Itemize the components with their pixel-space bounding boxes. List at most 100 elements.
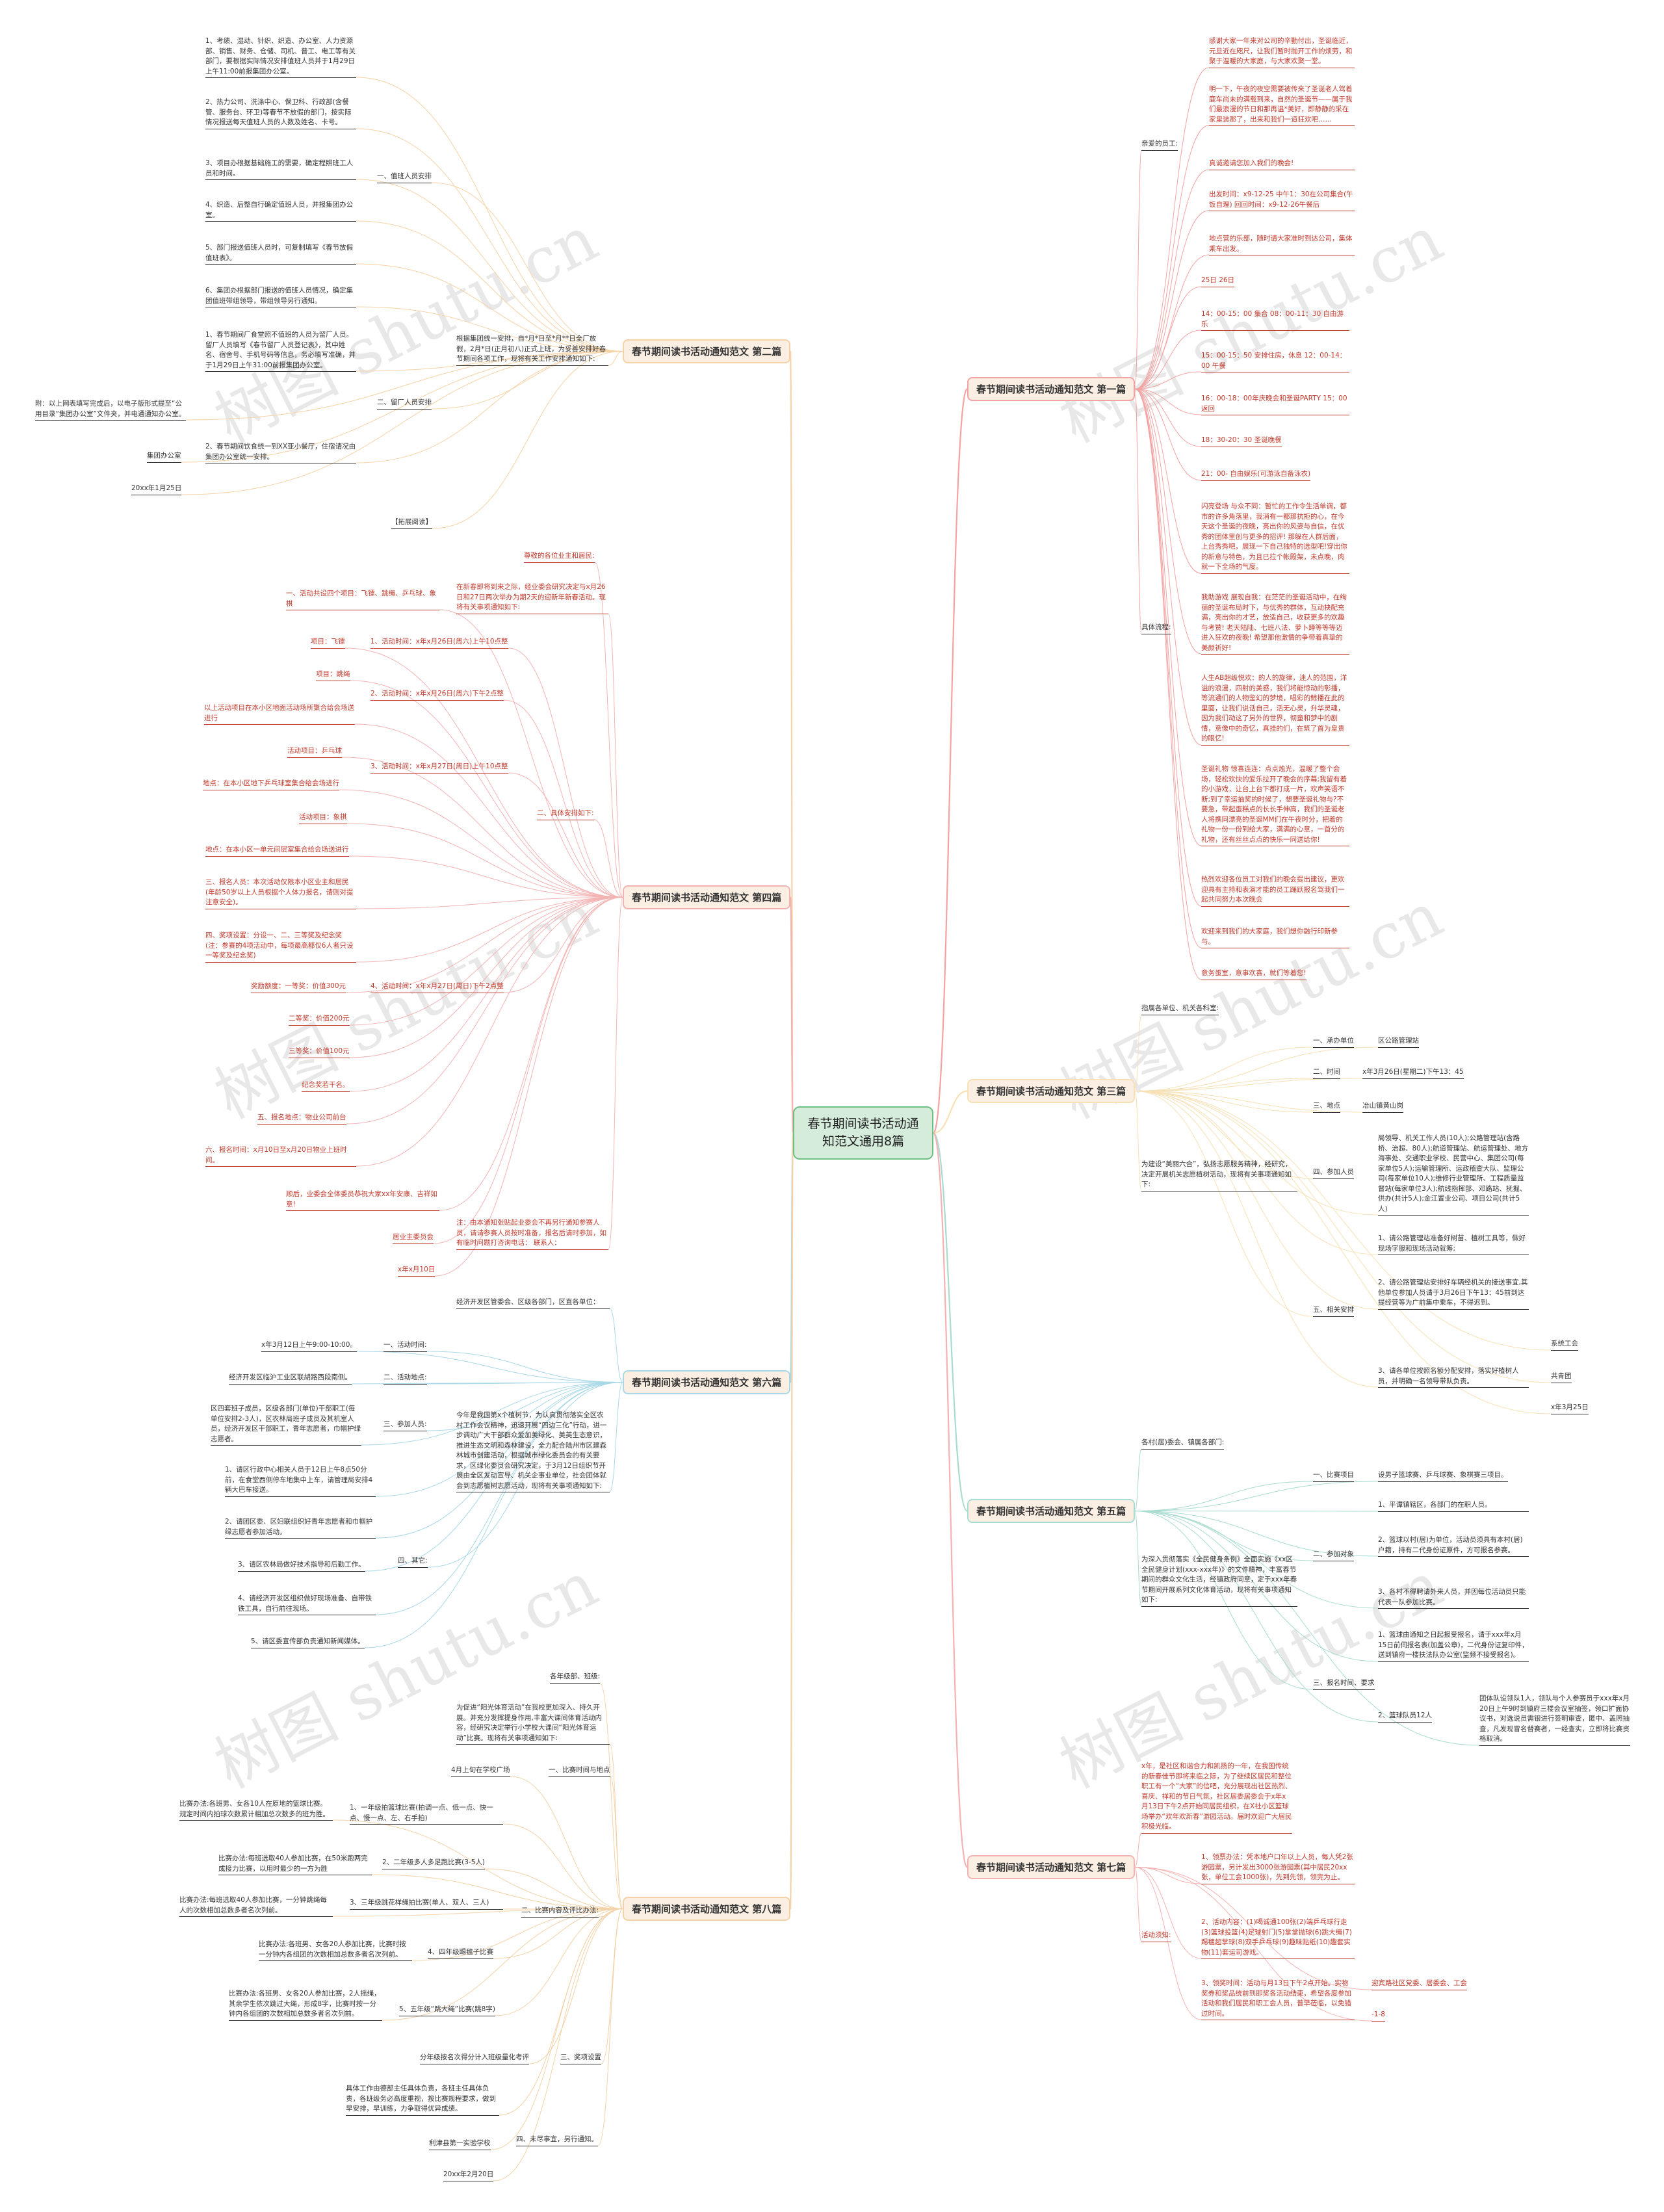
branch-p8[interactable]: 春节期间读书活动通知范文 第八篇: [623, 1897, 791, 1921]
p4-sec1: 一、活动共设四个项目：飞镖、跳绳、乒乓球、象棋: [286, 589, 439, 610]
root-topic[interactable]: 春节期间读书活动通知范文通用8篇: [793, 1106, 933, 1160]
p3-label: 一、承办单位: [1313, 1036, 1354, 1048]
connector: [1134, 1511, 1379, 1609]
connector: [1134, 389, 1202, 948]
p6-sec4-item: 2、请团区委、区妇联组织好青年志愿者和巾帼护绿志愿者参加活动。: [225, 1517, 376, 1539]
connector: [349, 897, 623, 1092]
connector: [375, 1382, 623, 1539]
connector: [1134, 169, 1210, 389]
connector: [375, 1382, 623, 1497]
connector: [1134, 1867, 1202, 1884]
connector: [185, 351, 623, 421]
p2-link[interactable]: 【拓展阅读】: [391, 517, 432, 529]
connector: [597, 1908, 623, 2146]
p5-sec1-value: 设男子篮球赛、乒乓球赛、象棋赛三项目。: [1378, 1470, 1508, 1482]
connector: [332, 1819, 623, 1909]
p1-sub2-item: 欢迎来到我们的大家庭，我们想你融行印新参与。: [1201, 927, 1349, 948]
p8-rule: 比赛办法:各班男、女各10人在原地的篮球比赛。规定时间内拍球次数累计相加总次数多…: [179, 1799, 333, 1821]
connector: [609, 1308, 623, 1383]
connector: [356, 897, 623, 963]
p3-value: x年3月26日(星期二)下午13：45: [1362, 1067, 1464, 1079]
p2-sec1-item: 6、集团办根据部门报送的值班人员情况，确定集团值班带组领导，带组领导另行通知。: [205, 286, 356, 307]
p4-time: 1、活动时间：x年x月26日(周六)上午10点整: [370, 637, 508, 649]
p8-event: 2、二年级多人多足跑比赛(3-5人): [382, 1858, 486, 1869]
p3-label: 三、地点: [1313, 1101, 1340, 1113]
connector: [433, 897, 623, 1244]
p5-sec3-item: 1、篮球由通知之日起报受报名，请于xxx年x月15日前伺报名表(加盖公章)，二代…: [1378, 1630, 1529, 1662]
p6-sec3-value: 区四套班子成员，区级各部门(单位)干部职工(每单位安排2-3人)，区农林局班子成…: [211, 1404, 361, 1446]
p7-org: 迎宾路社区党委、居委会、工会: [1372, 1979, 1467, 1990]
connector: [789, 896, 794, 1134]
connector: [1134, 1078, 1314, 1091]
connector: [1134, 150, 1142, 389]
connector: [932, 1132, 968, 1868]
connector: [1134, 330, 1202, 389]
p3-value: 冶山镇黄山岗: [1362, 1101, 1403, 1113]
p3-date: x年3月25日: [1551, 1403, 1589, 1414]
p8-sec3: 三、奖项设置: [560, 2053, 601, 2064]
p7-item: 2、活动内容：(1)喝诚通100张(2)端乒乓球行走(3)篮球投篮(4)足球射门…: [1201, 1918, 1355, 1959]
p4-item: 地点：在本小区地下乒乓球室集合给会场进行: [203, 779, 339, 790]
p5-intro: 为深入贯彻落实《全民健身条例》全面实施《xx区全民健身计划(xxx-xxx年)》…: [1141, 1555, 1297, 1607]
p1-sub2: 具体流程:: [1141, 623, 1171, 634]
p8-sec1: 一、比赛时间与地点: [549, 1765, 610, 1777]
connector: [594, 562, 623, 898]
connector: [528, 1908, 623, 2064]
p6-sec2: 二、活动地点:: [384, 1373, 427, 1385]
p6-sec4: 四、其它:: [398, 1556, 428, 1568]
connector: [375, 1382, 623, 1615]
branch-p4[interactable]: 春节期间读书活动通知范文 第四篇: [623, 885, 791, 909]
connector: [1134, 1511, 1379, 1723]
connector: [332, 1908, 623, 1917]
connector: [1134, 1511, 1379, 1512]
connector: [382, 1908, 623, 2021]
connector: [608, 613, 623, 898]
connector: [499, 1908, 623, 2116]
p5-sec2-item: 2、篮球以村(居)为单位，活动员须具有本村(居)户籍，持有二代身份证原件，方可报…: [1378, 1535, 1529, 1557]
p8-sec4-value: 具体工作由德部主任具体负责，各班主任具体负责，各班级务必高度重视，按比赛规程要求…: [346, 2084, 499, 2116]
p2-sec2-item: 2、春节期间饮食统一到XX亚小餐厅，住宿请况由集团办公室统一安排。: [205, 442, 356, 463]
p4-item: 以上活动项目在本小区地面活动场所聚合给会场送进行: [204, 703, 355, 725]
connector: [426, 1351, 623, 1383]
p8-to: 各年级部、班级:: [550, 1672, 601, 1684]
p4-sec5: 五、报名地点：物业公司前台: [257, 1113, 346, 1125]
branch-p6[interactable]: 春节期间读书活动通知范文 第六篇: [623, 1370, 791, 1394]
connector: [1134, 1511, 1142, 1607]
p3-sec5: 五、相关安排: [1313, 1305, 1354, 1317]
connector: [508, 647, 623, 898]
p4-item: 活动项目：乒乓球: [287, 746, 342, 758]
p2-sec2: 二、留厂人员安排: [377, 398, 432, 410]
connector: [361, 1382, 623, 1446]
connector: [349, 897, 623, 1058]
p6-sec3: 三、参加人员:: [384, 1420, 427, 1431]
connector: [1134, 125, 1210, 389]
p8-sec3-value: 分年级按名次得分计入班级量化考评: [420, 2053, 529, 2064]
branch-p5[interactable]: 春节期间读书活动通知范文 第五篇: [967, 1499, 1136, 1523]
branch-p2[interactable]: 春节期间读书活动通知范文 第二篇: [623, 339, 791, 363]
connector: [346, 897, 623, 1125]
connector: [503, 897, 623, 993]
p5-sec3: 三、报名时间、要求: [1313, 1678, 1375, 1690]
connector: [1134, 1867, 1202, 2020]
connector: [1134, 1867, 1142, 1942]
p5-sec2-item: 1、平谭镇辖区，各部门的在职人员。: [1378, 1500, 1529, 1512]
p4-time: 4、活动时间：x年x月27日(周日)下午2点整: [370, 982, 504, 993]
p5-sec1: 一、比赛项目: [1313, 1470, 1354, 1482]
connector: [339, 789, 623, 898]
p4-prize: 纪念奖若干名。: [302, 1080, 350, 1092]
branch-p1[interactable]: 春节期间读书活动通知范文 第一篇: [967, 377, 1136, 401]
p2-signer: 集团办公室: [147, 451, 181, 463]
branch-p7[interactable]: 春节期间读书活动通知范文 第七篇: [967, 1855, 1136, 1879]
connector: [503, 699, 623, 898]
p8-date: 20xx年2月20日: [443, 2170, 494, 2181]
p8-rule: 比赛办法:各班男、女各20人参加比赛，比赛时按一分钟内各组团的次数相加总数多者名…: [259, 1940, 412, 1961]
connector: [932, 1132, 968, 1512]
p1-sub2-item: 25日 26日: [1201, 276, 1235, 287]
branch-p3[interactable]: 春节期间读书活动通知范文 第三篇: [967, 1079, 1136, 1103]
connector: [1134, 389, 1142, 634]
p5-sec2-item: 3、各村不得聘请外来人员，并因每位活动员只能代表一队参加比赛。: [1378, 1587, 1529, 1609]
connector: [1134, 1091, 1142, 1191]
connector: [181, 351, 623, 463]
connector: [1134, 1091, 1379, 1255]
connector: [1134, 1448, 1142, 1511]
